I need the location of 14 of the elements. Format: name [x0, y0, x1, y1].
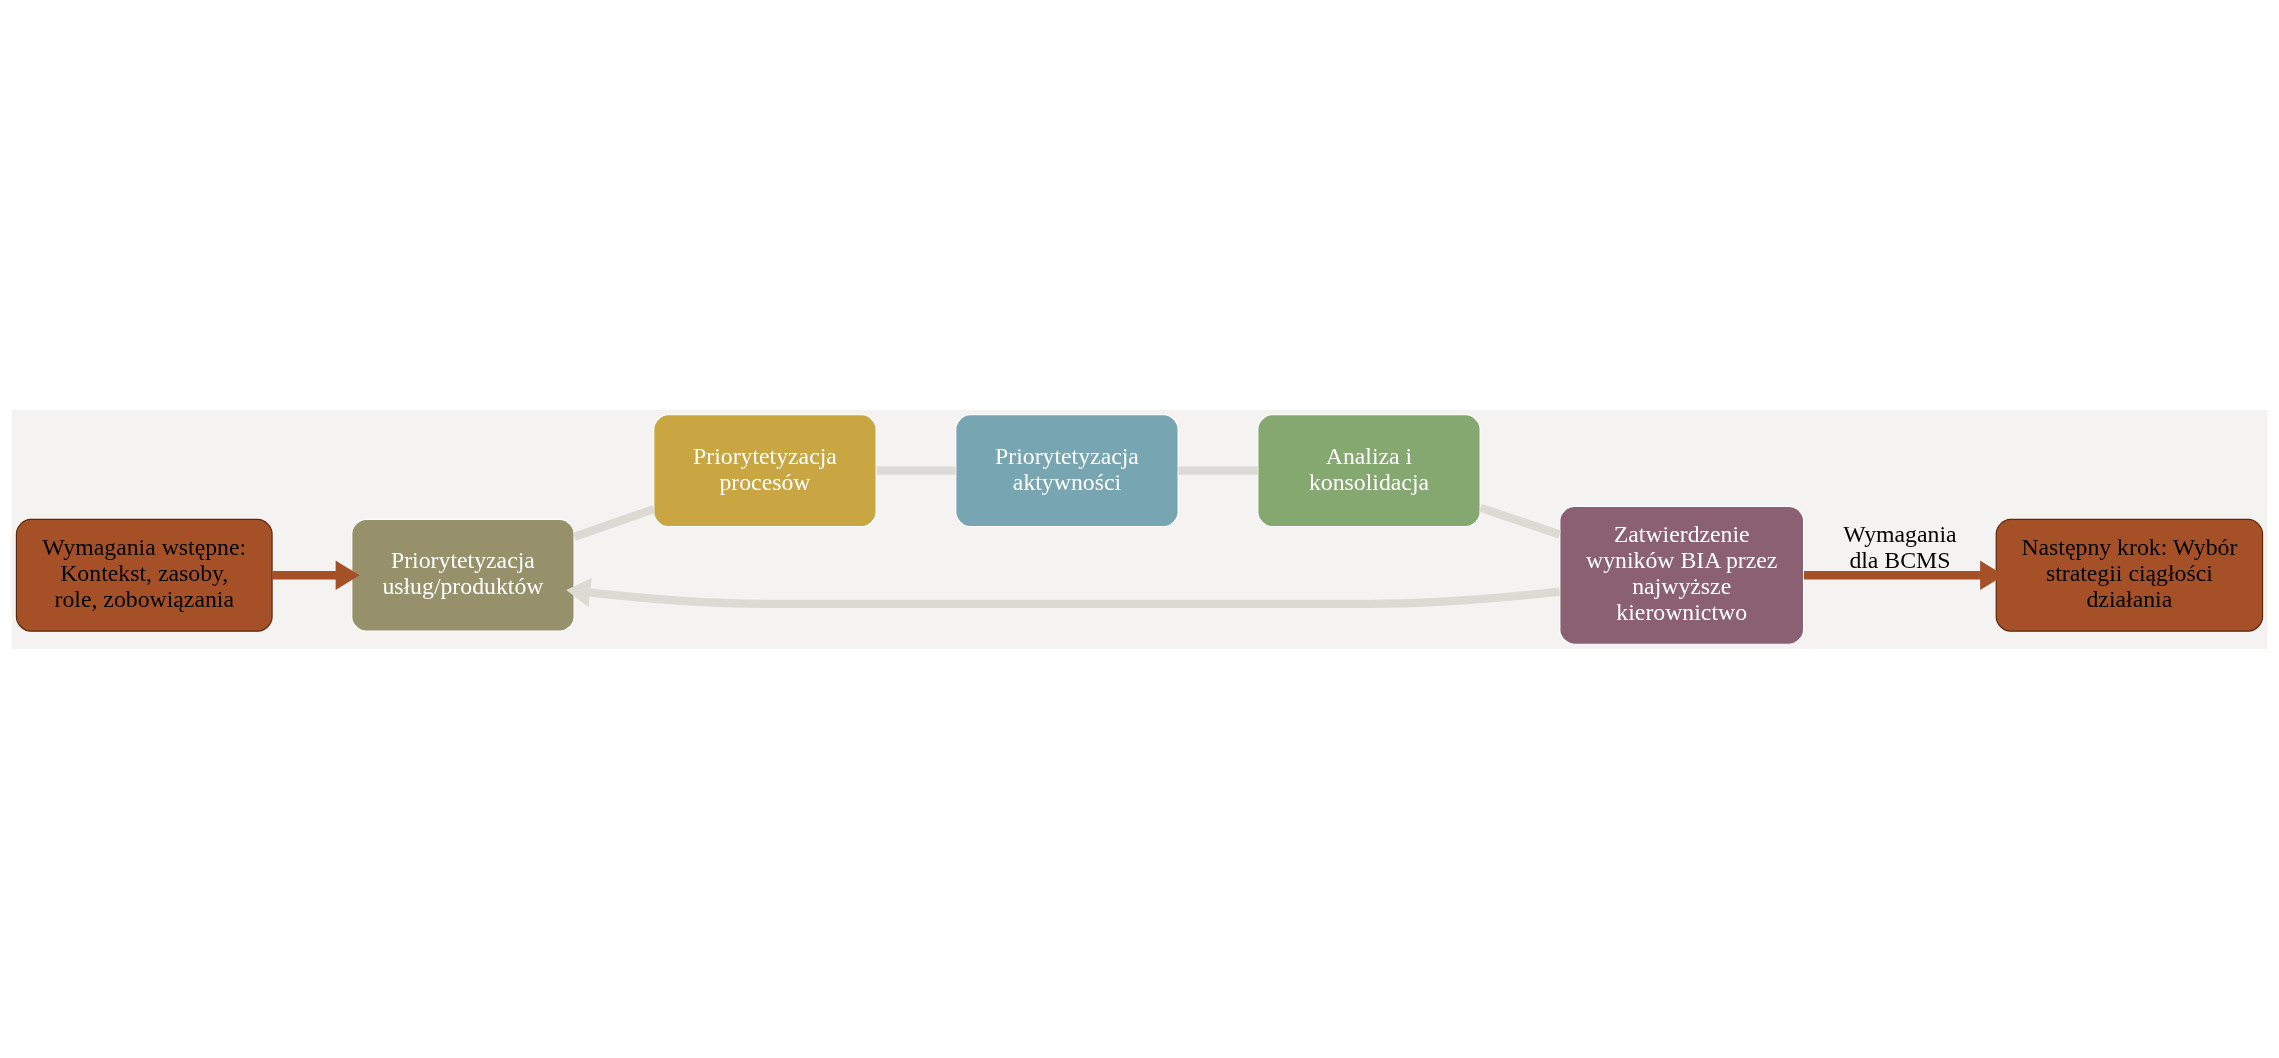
node-box: Priorytetyzacja procesów — [653, 413, 877, 527]
arrow — [566, 577, 1560, 608]
node-box: Następny krok: Wybór strategii ciągłości działania — [1995, 518, 2264, 632]
connector — [1178, 465, 1258, 475]
arrow — [272, 560, 360, 590]
edge-label: Wymagania dla BCMS — [1843, 520, 1957, 573]
node-box: Zatwierdzenie wyników BIA przez najwyższe kierownictwo — [1559, 505, 1805, 645]
connector — [573, 504, 656, 541]
node-box: Analiza i konsolidacja — [1257, 413, 1481, 527]
node-box: Priorytetyzacja usług/produktów — [351, 518, 575, 632]
node-box: Wymagania wstępne: Kontekst, zasoby, role, zobowiązania — [15, 518, 273, 632]
connector — [1479, 503, 1561, 538]
connector — [876, 465, 956, 475]
node-box: Priorytetyzacja aktywności — [955, 413, 1179, 527]
